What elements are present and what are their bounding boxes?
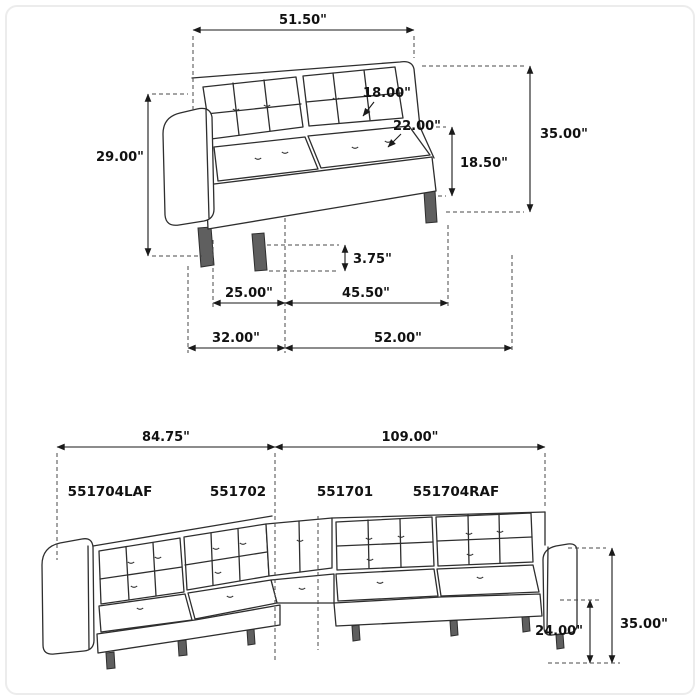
- dim-arm-height: 29.00": [96, 150, 144, 165]
- seam-line: [336, 541, 434, 547]
- back-cushion: [183, 523, 270, 591]
- dim-seat-depth: 22.00": [393, 119, 441, 134]
- sectional-drawing: [41, 511, 578, 670]
- sofa-leg: [251, 232, 268, 272]
- seam-line: [298, 520, 301, 573]
- seam-line: [232, 82, 240, 136]
- seam-line: [436, 536, 533, 542]
- sofa-leg: [351, 624, 361, 642]
- dim-seat-width: 45.50": [342, 286, 390, 301]
- seam-line: [237, 528, 241, 582]
- part-label-raf: 551704RAF: [413, 484, 499, 500]
- corner-seat-cushion: [270, 573, 335, 604]
- loveseat-dimension-lines: [144, 26, 534, 353]
- sectional-labels: 84.75" 109.00" 551704LAF 551702 551701 5…: [68, 430, 668, 639]
- dim-leg-height: 3.75": [353, 252, 392, 267]
- seat-cushion-right: [307, 125, 431, 169]
- seat-cushion: [98, 593, 193, 633]
- loveseat-dimension-labels: 51.50" 18.00" 22.00" 29.00" 35.00" 18.50…: [96, 13, 588, 346]
- back-cushion-left: [202, 76, 304, 140]
- left-arm: [162, 107, 215, 226]
- dim-overall-width: 52.00": [374, 331, 422, 346]
- arm-inner-line: [546, 546, 549, 634]
- sofa-leg: [521, 615, 531, 633]
- dim-back-width: 51.50": [279, 13, 327, 28]
- seam-line: [184, 551, 268, 566]
- part-label-armless: 551702: [210, 484, 266, 500]
- seam-line: [305, 92, 402, 103]
- left-wing-rail: [96, 604, 281, 654]
- seat-cushion: [335, 568, 439, 602]
- dim-seat-height: 18.50": [460, 156, 508, 171]
- left-arm: [41, 538, 95, 655]
- dim-right-width: 109.00": [382, 430, 439, 445]
- seam-line: [263, 79, 271, 132]
- loveseat-drawing: [162, 61, 438, 272]
- sofa-right-side-edge: [419, 126, 435, 159]
- arm-inner-line: [87, 545, 90, 650]
- seat-cushion: [187, 579, 278, 620]
- dim-overall-height-bottom: 35.00": [620, 617, 668, 632]
- part-label-corner: 551701: [317, 484, 373, 500]
- left-wing-back-line: [92, 515, 273, 547]
- seam-line: [210, 532, 214, 586]
- right-wing-rail: [333, 593, 543, 627]
- dim-overall-depth: 32.00": [212, 331, 260, 346]
- seam-line: [125, 546, 130, 601]
- sectional-dimension-lines: [56, 443, 620, 664]
- leader-back-cushion: [362, 101, 375, 117]
- arm-inner-line: [205, 109, 210, 219]
- dim-overall-height: 35.00": [540, 127, 588, 142]
- sofa-leg: [449, 619, 459, 637]
- right-arm: [542, 543, 578, 636]
- dim-back-cushion: 18.00": [363, 86, 411, 101]
- right-wing-back-line: [331, 511, 546, 519]
- sofa-leg: [105, 651, 116, 670]
- leader-seat-depth: [387, 133, 402, 148]
- seam-line: [332, 72, 340, 124]
- seat-cushion: [436, 564, 540, 597]
- back-cushion: [98, 537, 185, 605]
- dim-left-width: 84.75": [142, 430, 190, 445]
- part-label-laf: 551704LAF: [68, 484, 153, 500]
- dim-arm-height-bottom: 24.00": [535, 624, 583, 639]
- seat-cushion-left: [213, 136, 319, 182]
- sofa-leg: [177, 639, 188, 657]
- sofa-back-outline: [191, 61, 421, 128]
- seam-line: [99, 566, 183, 580]
- seam-line: [205, 103, 302, 115]
- sofa-leg: [423, 190, 438, 224]
- dim-arm-depth: 25.00": [225, 286, 273, 301]
- sofa-leg: [246, 628, 256, 646]
- sofa-leg: [197, 226, 215, 268]
- seam-line: [152, 542, 157, 597]
